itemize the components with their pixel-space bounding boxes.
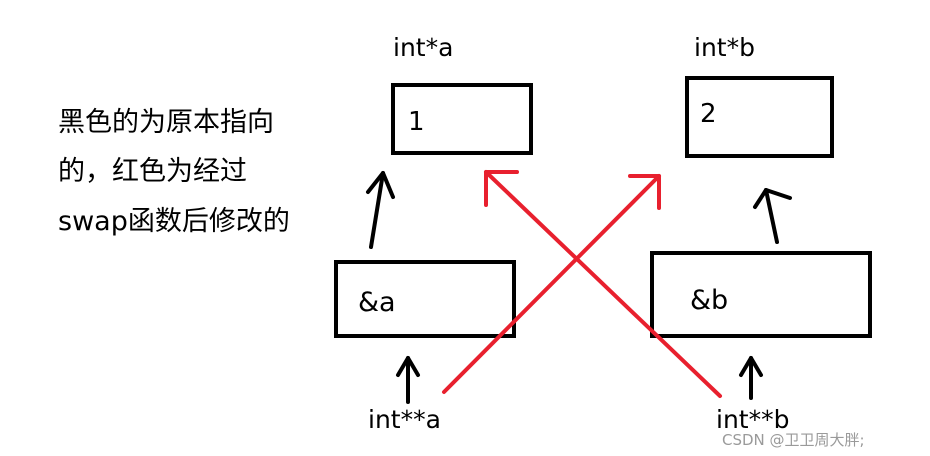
box-addr-a-text: &a: [358, 287, 396, 318]
label-int-pp-a: int**a: [368, 405, 441, 434]
label-int-pp-b: int**b: [716, 405, 789, 434]
label-int-ptr-a: int*a: [393, 33, 453, 62]
note: 黑色的为原本指向 的，红色为经过 swap函数后修改的: [58, 107, 290, 237]
black-arrow-pp-a-to-addr-a: [396, 356, 420, 404]
note-line-2: 的，红色为经过: [58, 156, 247, 187]
box-addr-b-border: [650, 251, 872, 338]
box-addr-a-border: [334, 260, 516, 338]
box-addr-b: &b: [650, 251, 872, 338]
black-arrow-addr-a-to-value-a: [366, 171, 395, 249]
note-line-1: 黑色的为原本指向: [58, 107, 274, 138]
box-addr-a: &a: [334, 260, 516, 338]
black-arrow-addr-b-to-value-b: [753, 188, 792, 244]
box-value-a-text: 1: [408, 107, 425, 137]
swapped-arrows: [442, 170, 722, 398]
box-value-b-border: [685, 76, 834, 158]
original-arrows: [366, 171, 792, 404]
red-arrow-pp-b-to-value-a: [484, 170, 722, 398]
box-addr-b-text: &b: [690, 285, 728, 316]
black-arrow-pp-b-to-addr-b: [739, 356, 763, 400]
box-value-b: 2: [685, 76, 834, 158]
red-arrow-pp-a-to-value-b: [442, 174, 661, 394]
box-value-a-border: [391, 83, 533, 155]
label-int-ptr-b: int*b: [694, 33, 755, 62]
box-value-b-text: 2: [700, 99, 717, 129]
csdn-watermark: CSDN @卫卫周大胖;: [722, 431, 865, 449]
box-value-a: 1: [391, 83, 533, 155]
note-line-3: swap函数后修改的: [58, 206, 290, 237]
